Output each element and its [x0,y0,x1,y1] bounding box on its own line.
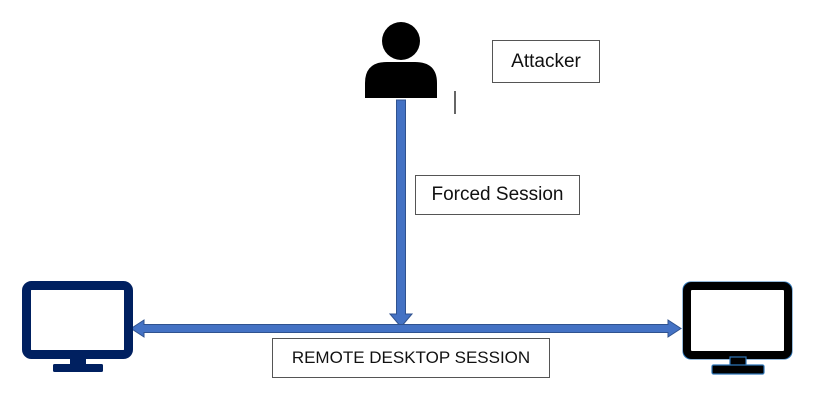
left-monitor-icon [22,281,133,372]
forced-session-label: Forced Session [415,175,580,215]
person-icon [365,22,437,98]
remote-session-arrow [130,319,682,338]
right-monitor-icon [682,281,793,375]
attacker-label: Attacker [492,40,600,83]
forced-session-arrow [388,99,414,328]
remote-desktop-session-label: REMOTE DESKTOP SESSION [272,338,550,378]
